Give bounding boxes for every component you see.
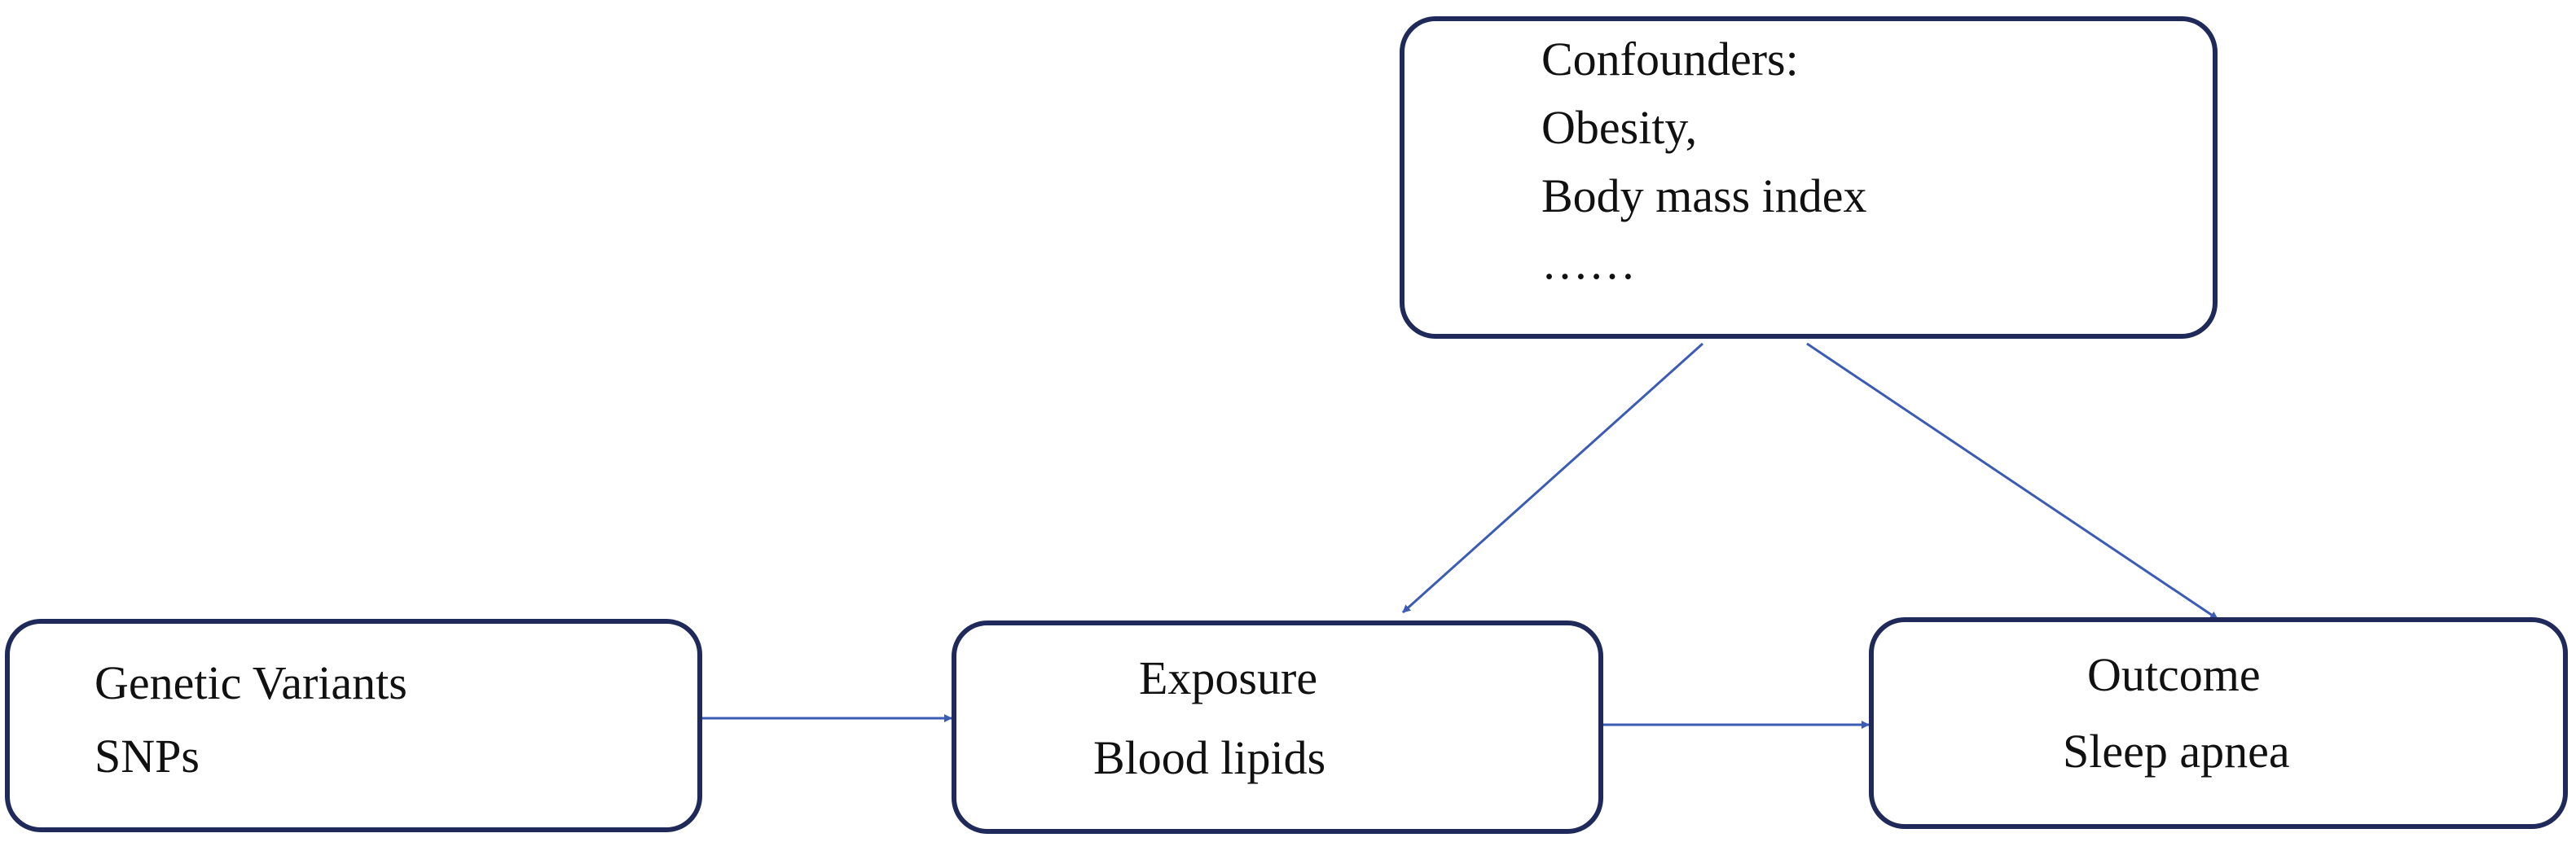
blood-lipids-label: Blood lipids	[1093, 731, 1326, 784]
confounder-more: ……	[1541, 236, 1636, 289]
genetic-variants-box: Genetic Variants SNPs	[5, 619, 702, 832]
snps-label: SNPs	[95, 730, 200, 783]
arrow-confounders-to-exposure	[1401, 342, 1704, 614]
arrow-confounders-to-outcome	[1806, 342, 2218, 621]
genetic-variants-label: Genetic Variants	[95, 656, 407, 709]
outcome-box: Outcome Sleep apnea	[1869, 617, 2568, 829]
confounder-obesity: Obesity,	[1541, 101, 1698, 154]
outcome-label: Outcome	[2087, 648, 2261, 701]
confounder-bmi: Body mass index	[1541, 169, 1867, 222]
exposure-label: Exposure	[1139, 651, 1318, 704]
confounders-box: Confounders: Obesity, Body mass index ……	[1400, 16, 2218, 339]
sleep-apnea-label: Sleep apnea	[2063, 725, 2290, 778]
confounders-title: Confounders:	[1541, 33, 1799, 86]
exposure-box: Exposure Blood lipids	[952, 621, 1603, 834]
